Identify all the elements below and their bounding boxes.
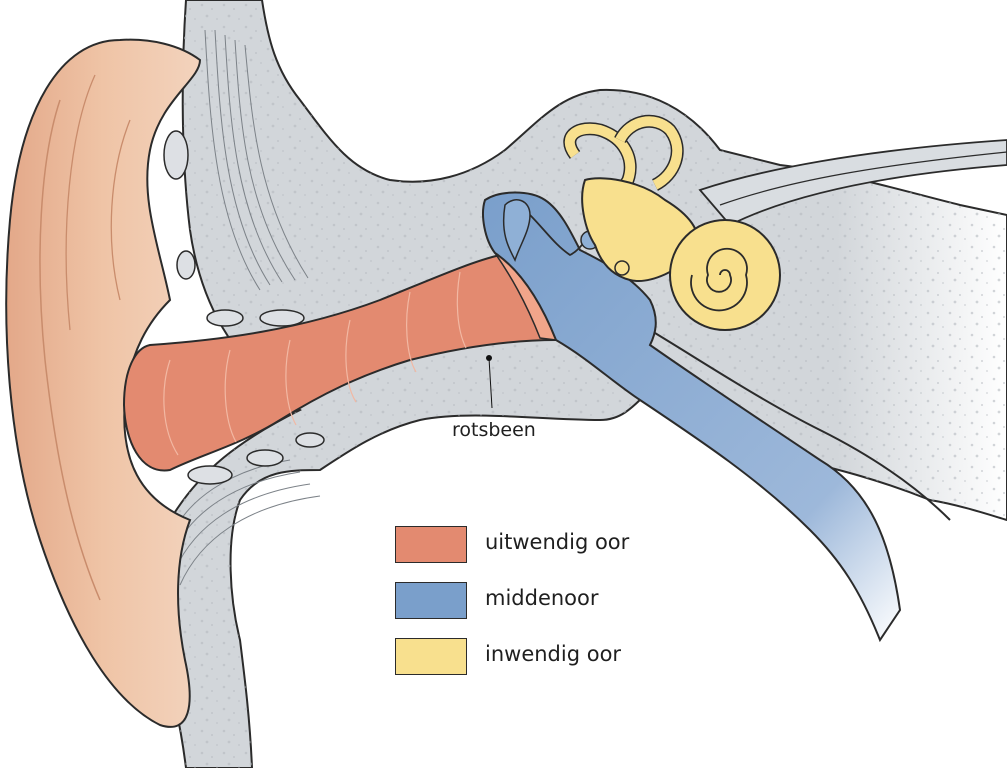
bone-cavities [163, 130, 325, 485]
middle-ear [482, 191, 902, 643]
rotsbeen-callout-pointer [486, 355, 493, 409]
legend-label-inwendig-oor: inwendig oor [485, 642, 622, 666]
legend-item-middenoor: middenoor [395, 582, 715, 620]
legend-swatch-middenoor [395, 582, 467, 619]
legend-item-inwendig-oor: inwendig oor [395, 638, 715, 676]
inner-ear [563, 114, 781, 331]
ear-canal [122, 253, 558, 472]
legend-item-uitwendig-oor: uitwendig oor [395, 526, 715, 564]
lower-bone-edge [649, 329, 951, 521]
legend-swatch-uitwendig-oor [395, 526, 467, 563]
rotsbeen-label: rotsbeen [452, 419, 536, 441]
auditory-nerve [698, 139, 1007, 227]
legend-label-middenoor: middenoor [485, 586, 599, 610]
legend-swatch-inwendig-oor [395, 638, 467, 675]
legend-label-uitwendig-oor: uitwendig oor [485, 530, 630, 554]
auricle [5, 38, 202, 728]
